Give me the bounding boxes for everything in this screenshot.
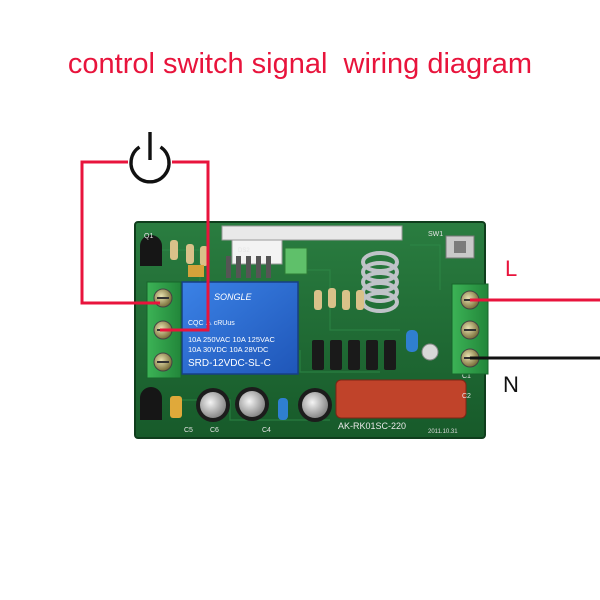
board-date-label: 2011.10.31 xyxy=(428,429,458,435)
board-model-label: AK-RK01SC-220 xyxy=(338,421,406,431)
transistor-q1 xyxy=(140,235,162,266)
component-row-middle xyxy=(312,288,439,370)
relay-model: SRD-12VDC-SL-C xyxy=(188,358,271,369)
sw1-button xyxy=(445,235,475,259)
relay: SONGLE CQC ⚠ cRUus 10A 250VAC 10A 125VAC… xyxy=(181,281,299,375)
label-c5: C5 xyxy=(184,427,193,434)
label-c1: C1 xyxy=(462,373,471,380)
diagram-title: control switch signal wiring diagram xyxy=(67,48,533,80)
label-c6: C6 xyxy=(210,427,219,434)
live-label: L xyxy=(505,256,517,281)
control-wire xyxy=(80,160,210,332)
label-q1: Q1 xyxy=(144,233,153,240)
resistor-group-top xyxy=(170,240,208,277)
relay-rating-1: 10A 250VAC 10A 125VAC xyxy=(188,335,275,344)
neutral-label: N xyxy=(503,372,519,397)
power-icon xyxy=(129,132,171,184)
label-c2: C2 xyxy=(462,393,471,400)
label-ds2: DS2 xyxy=(238,248,250,254)
component-row-bottom xyxy=(140,379,467,422)
relay-brand: SONGLE xyxy=(214,292,253,302)
relay-approval-marks: CQC ⚠ cRUus xyxy=(188,319,235,327)
receiver-module xyxy=(221,225,403,278)
relay-rating-2: 10A 30VDC 10A 28VDC xyxy=(188,345,269,354)
terminal-block-right xyxy=(451,283,489,375)
label-c4: C4 xyxy=(262,427,271,434)
label-sw1: SW1 xyxy=(428,231,443,238)
